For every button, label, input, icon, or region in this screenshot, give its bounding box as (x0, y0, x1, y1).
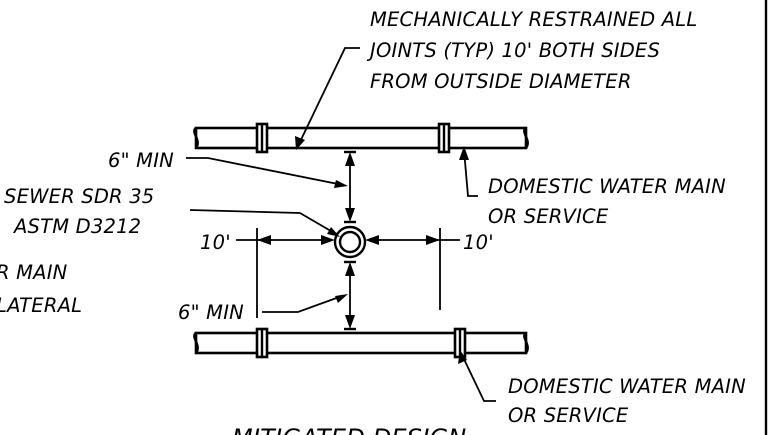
pipe-joint-top-left (255, 122, 269, 154)
clearance-dimension-bottom (345, 262, 355, 329)
clearance-dimension-top (345, 152, 355, 222)
distance-label-right: 10' (463, 231, 494, 254)
restrained-joints-note-line2: JOINTS (TYP) 10' BOTH SIDES (366, 39, 660, 62)
leader-sewer (189, 209, 340, 237)
distance-dimension-right (365, 228, 460, 310)
sewer-spec-line1: SEWER SDR 35 (4, 185, 154, 208)
min-clearance-label-top: 6" MIN (108, 149, 174, 172)
leader-min-bottom (262, 294, 348, 313)
min-clearance-label-bottom: 6" MIN (178, 301, 244, 324)
distance-label-left: 10' (200, 231, 231, 254)
sewer-main-label-line1: R MAIN (0, 261, 68, 284)
water-pipe-top (193, 122, 529, 154)
water-pipe-bottom (193, 327, 529, 359)
sewer-main-label-line2: LATERAL (0, 294, 82, 317)
sewer-pipe-section (333, 220, 367, 264)
leader-water-bottom (458, 350, 496, 402)
leader-restrained-joints (295, 47, 360, 150)
restrained-joints-note-line3: FROM OUTSIDE DIAMETER (370, 70, 632, 93)
drawing-title: MITIGATED DESIGN (232, 424, 466, 435)
pipe-joint-bottom-left (255, 327, 269, 359)
leader-water-top (459, 146, 478, 197)
water-main-bottom-line2: OR SERVICE (508, 404, 629, 427)
distance-dimension-left (236, 228, 335, 318)
pipe-joint-top-right (437, 122, 451, 154)
water-main-top-line2: OR SERVICE (488, 205, 609, 228)
leader-min-top (186, 157, 348, 188)
water-main-top-line1: DOMESTIC WATER MAIN (488, 175, 726, 198)
water-main-bottom-line1: DOMESTIC WATER MAIN (508, 375, 746, 398)
restrained-joints-note-line1: MECHANICALLY RESTRAINED ALL (370, 8, 697, 31)
sewer-spec-line2: ASTM D3212 (12, 215, 141, 238)
